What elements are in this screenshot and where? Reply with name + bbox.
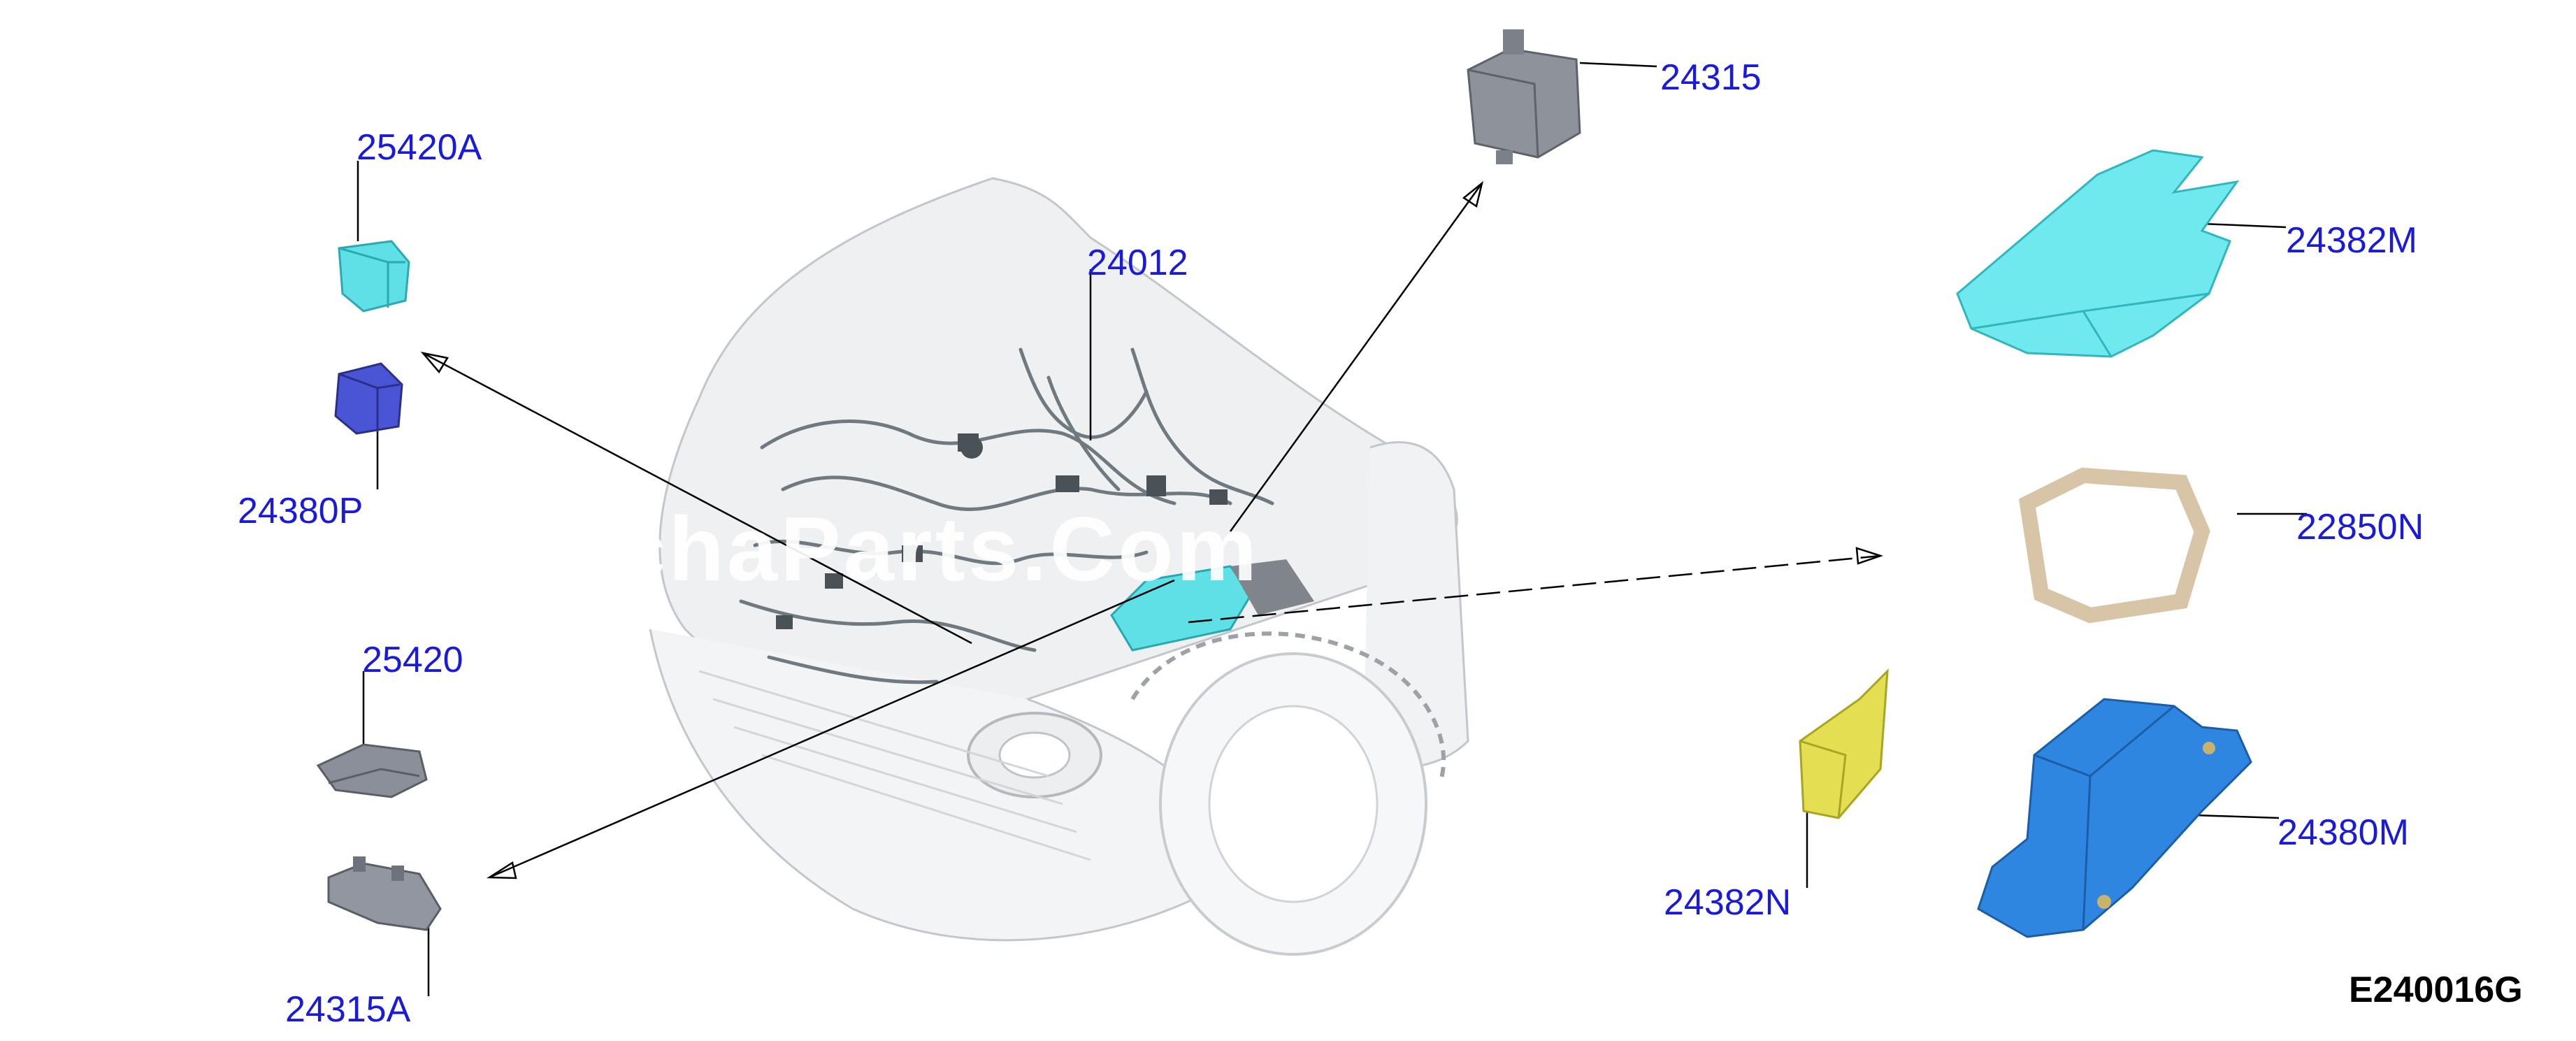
- figure-code: E240016G: [2349, 970, 2523, 1010]
- front-rim: [1208, 705, 1379, 903]
- label-24380P: 24380P: [238, 491, 364, 531]
- hood-outline: [659, 177, 1458, 717]
- harness-connectors: [776, 433, 1228, 629]
- wheel-arch: [1130, 631, 1446, 784]
- label-25420: 25420: [362, 640, 463, 680]
- part-25420A-relay: [338, 240, 410, 313]
- label-24012: 24012: [1087, 243, 1188, 283]
- label-24382N: 24382N: [1664, 882, 1792, 923]
- watermark-text: chaParts.Com: [615, 498, 1260, 600]
- part-25420-bracket: [316, 743, 428, 798]
- part-24380P-relay: [334, 362, 403, 435]
- label-24315A: 24315A: [285, 989, 411, 1030]
- installed-fuse-box: [1110, 559, 1314, 652]
- part-24380M-tray: [1977, 698, 2252, 938]
- part-24382M-cover: [1956, 149, 2240, 358]
- label-24382M: 24382M: [2286, 220, 2417, 261]
- part-22850N-gasket: [2018, 467, 2210, 624]
- label-22850N: 22850N: [2296, 507, 2424, 547]
- grille-lines: [698, 670, 1091, 861]
- part-24315-module: [1467, 29, 1581, 164]
- label-25420A: 25420A: [357, 127, 482, 168]
- part-24315A-bracket: [327, 856, 442, 931]
- headlamp-inner: [998, 731, 1071, 779]
- part-24382N-bracket: [1799, 668, 1889, 819]
- arrow-heads: [420, 180, 1883, 880]
- leader-arrows: [422, 182, 1881, 879]
- label-24315: 24315: [1660, 57, 1762, 98]
- label-24380M: 24380M: [2278, 812, 2409, 853]
